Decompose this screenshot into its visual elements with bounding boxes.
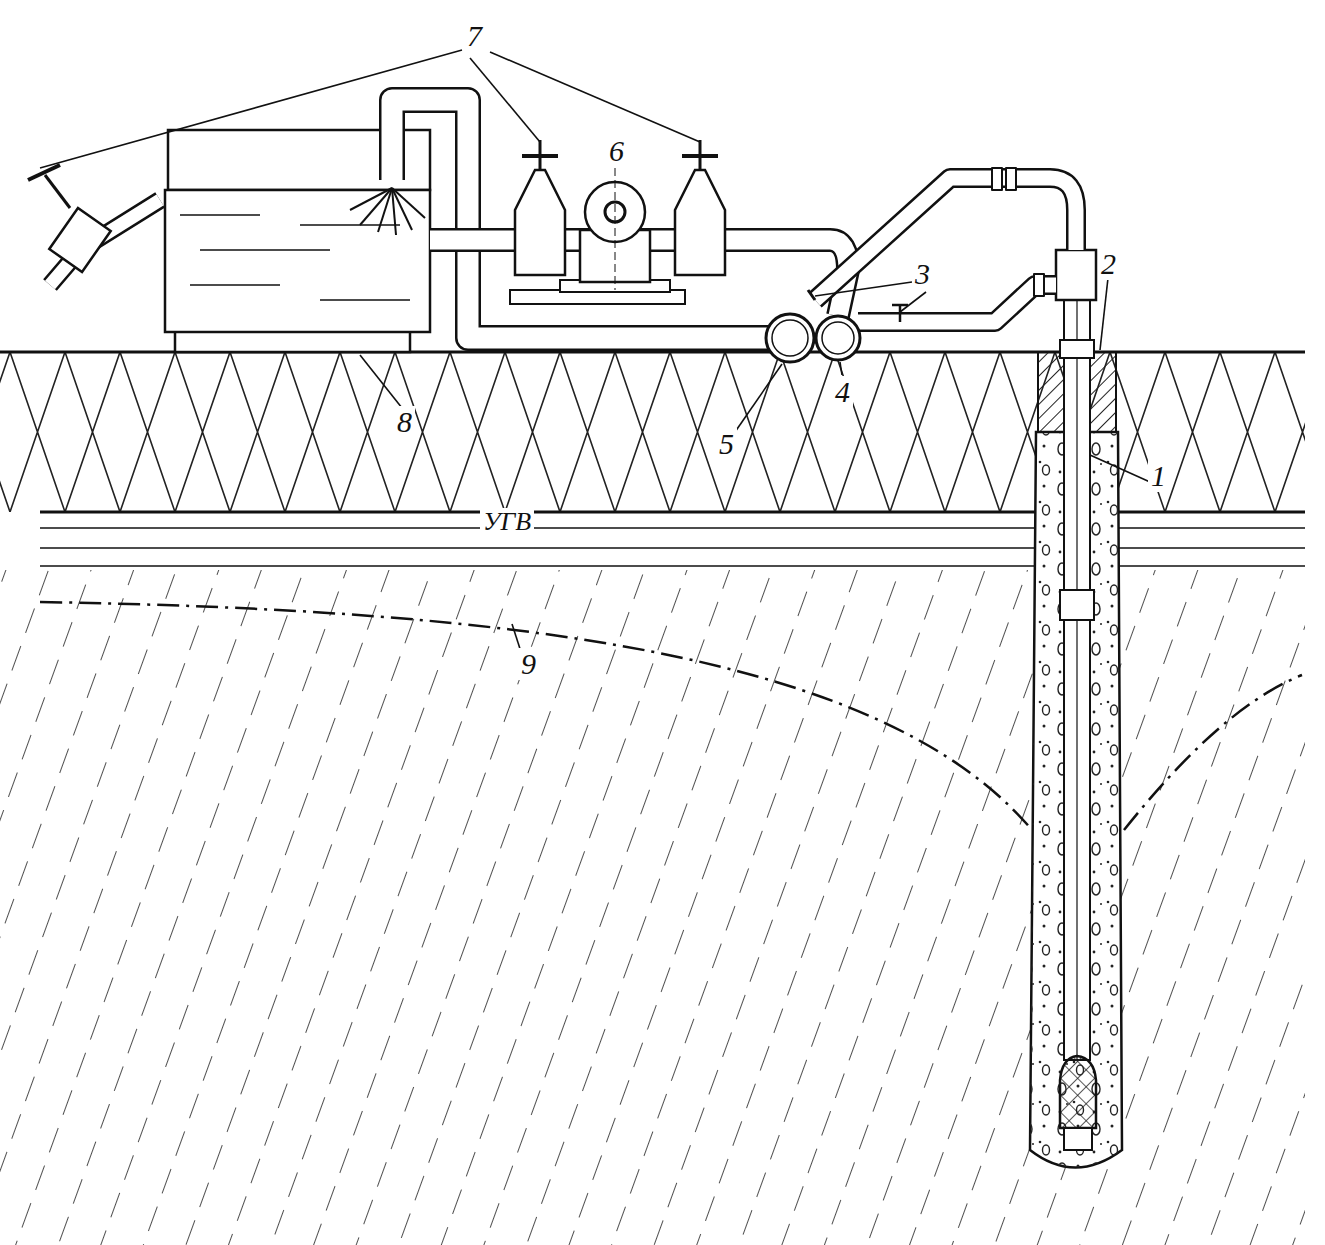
leader-line <box>40 50 462 168</box>
supply-pipe <box>858 285 1056 322</box>
tank <box>28 130 430 352</box>
return-header <box>766 314 814 362</box>
flange <box>992 168 1002 190</box>
leader-line <box>900 292 926 312</box>
riser-pipe <box>1064 300 1090 1060</box>
ground <box>0 352 1305 1245</box>
depression-curve <box>40 602 1032 830</box>
callout-number: 3 <box>912 258 933 290</box>
water-surface <box>180 215 410 300</box>
return-header <box>772 320 808 356</box>
filter-mesh <box>1060 1056 1096 1128</box>
callout-number: 6 <box>606 135 627 167</box>
tank-base <box>175 330 410 352</box>
tap <box>808 290 815 300</box>
leader-line <box>735 364 782 432</box>
water-level-label: УГВ <box>480 508 534 536</box>
gate-valve <box>515 170 565 275</box>
leader-line <box>815 282 912 296</box>
tap <box>892 304 908 307</box>
valve-stem <box>45 175 70 208</box>
inner-pipe <box>1076 300 1077 1060</box>
callout-number: 7 <box>464 20 485 52</box>
spray <box>350 188 425 235</box>
tap <box>899 305 902 322</box>
coupling <box>1060 590 1094 620</box>
leader-lines <box>40 50 1150 655</box>
leader-line <box>840 362 842 375</box>
valve-handwheel <box>682 154 718 158</box>
supply-pipe <box>858 285 1056 322</box>
supply-header <box>816 316 860 360</box>
depression-curve <box>1124 675 1302 830</box>
discharge-pipe <box>815 178 1076 300</box>
well-head <box>1056 250 1096 300</box>
valve-handwheel <box>522 154 558 158</box>
return-pipe <box>392 100 780 338</box>
leader-line <box>1100 278 1108 350</box>
overflow-pipe <box>50 200 160 285</box>
discharge-pipe <box>815 178 1076 300</box>
pipework <box>350 100 1076 338</box>
gate-valve <box>675 170 725 275</box>
wellpoint <box>1030 250 1122 1168</box>
callout-number: 9 <box>518 648 539 680</box>
axis <box>615 168 616 290</box>
leader-line <box>490 52 700 142</box>
callout-number: 2 <box>1098 248 1119 280</box>
flange <box>1034 274 1044 296</box>
filter-tip <box>1064 1128 1092 1150</box>
coupling <box>1060 340 1094 358</box>
callout-number: 4 <box>832 376 853 408</box>
overflow-pipe <box>50 200 160 285</box>
flange <box>1006 168 1016 190</box>
leader-line <box>1090 455 1150 482</box>
return-pipe <box>392 100 780 338</box>
callout-number: 1 <box>1148 460 1169 492</box>
callout-number: 5 <box>716 428 737 460</box>
leader-line <box>360 355 402 408</box>
callout-number: 8 <box>394 406 415 438</box>
tank-body <box>165 190 430 332</box>
supply-header <box>822 322 854 354</box>
leader-line <box>470 58 540 142</box>
gate-valve <box>49 208 110 272</box>
